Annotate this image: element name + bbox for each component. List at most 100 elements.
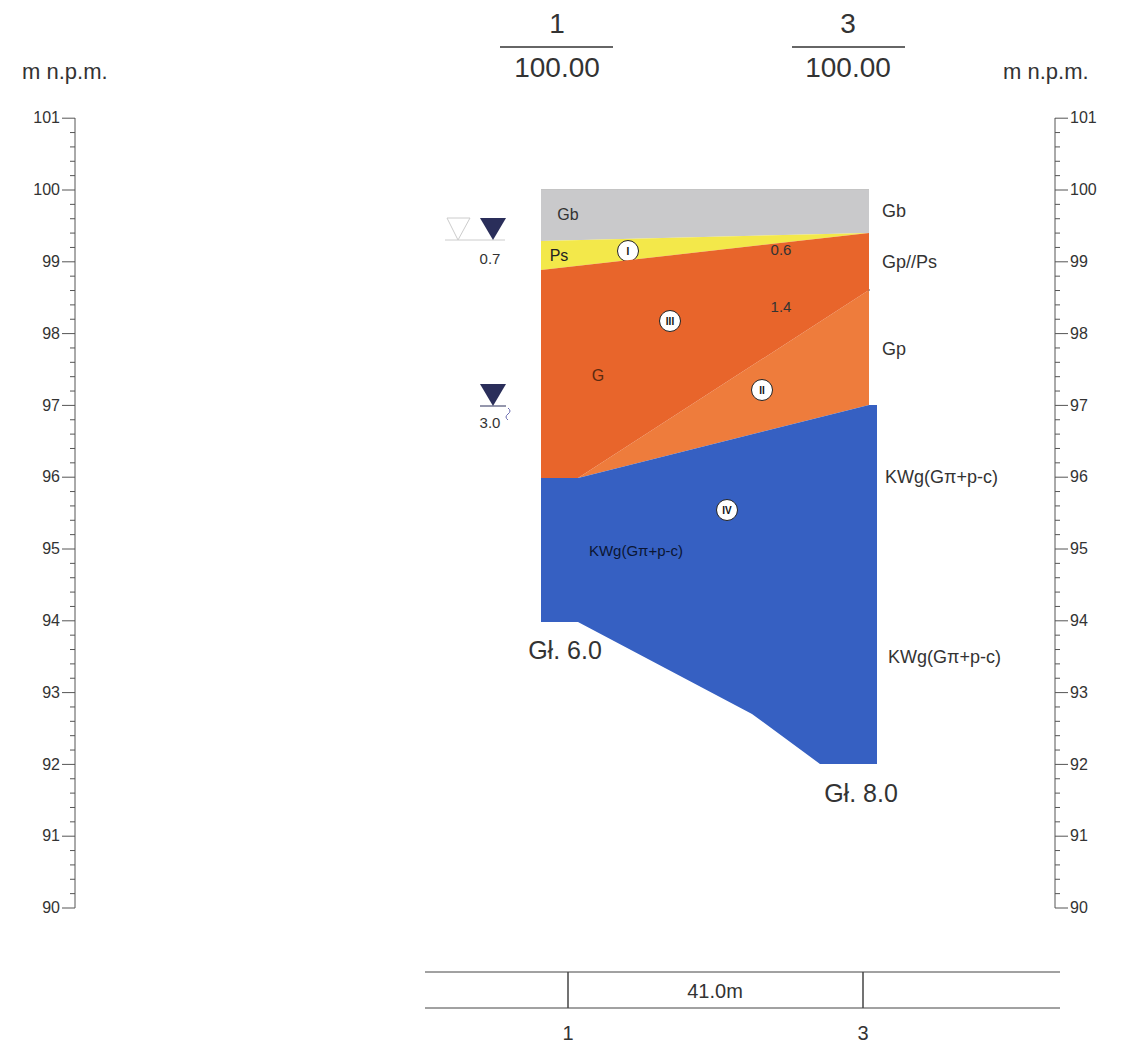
layer-code: Gp: [882, 340, 906, 360]
header-rule: [500, 46, 613, 48]
water-depth-box: 0.6: [771, 241, 792, 259]
layer-shape: [541, 405, 877, 764]
borehole-depth-box: Gł. 6.0: [528, 637, 602, 665]
axis-value: 98: [1070, 325, 1088, 343]
layer-code-box: Gp//Ps: [882, 253, 937, 273]
axis-value-box: 91: [1070, 827, 1088, 845]
axis-value-box: 98: [1070, 325, 1088, 343]
soil-layer: Gb: [541, 190, 869, 241]
water-depth: 0.7: [480, 251, 501, 268]
axis-value-box: 96: [42, 468, 60, 486]
callout-label: II: [759, 385, 765, 396]
callout-label: III: [666, 316, 674, 327]
distance-bar: [425, 972, 1060, 1008]
axis-value: 95: [42, 540, 60, 558]
axis-value-box: 96: [1070, 468, 1088, 486]
axis-value: 99: [1070, 253, 1088, 271]
water-depth-box: 0.7: [480, 250, 501, 268]
axis-value: 97: [1070, 397, 1088, 415]
axis-value: 90: [1070, 899, 1088, 917]
axis-unit-box: m n.p.m.: [22, 60, 108, 84]
axis-value: 101: [33, 109, 60, 127]
layer-code: Gb: [882, 202, 906, 222]
axis-value-box: 100: [1070, 181, 1097, 199]
axis-value: 94: [42, 612, 60, 630]
axis-value: 101: [1070, 109, 1097, 127]
elevation-axes: [62, 118, 1068, 908]
axis-value: 96: [42, 468, 60, 486]
axis-value: 100: [1070, 181, 1097, 199]
axis-value-box: 100: [33, 181, 60, 199]
axis-value-box: 94: [1070, 612, 1088, 630]
header-rule: [792, 46, 905, 48]
borehole-number: 1: [549, 9, 565, 40]
axis-value-box: 97: [42, 397, 60, 415]
axis-value-box: 92: [42, 756, 60, 774]
axis-value: 93: [42, 684, 60, 702]
axis-value: 92: [42, 756, 60, 774]
axis-unit: m n.p.m.: [22, 60, 108, 84]
axis-value-box: 101: [33, 109, 60, 127]
axis-value-box: 93: [1070, 684, 1088, 702]
borehole-elevation: 100.00: [805, 53, 891, 84]
layer-code-box: Gp: [882, 340, 906, 360]
axis-value-box: 90: [1070, 899, 1088, 917]
layer-code-box: KWg(Gπ+p-c): [888, 648, 1001, 668]
axis-value-box: 91: [42, 827, 60, 845]
axis-value: 91: [1070, 827, 1088, 845]
borehole-number: 3: [857, 1022, 868, 1044]
callout-number: IV: [716, 499, 738, 521]
borehole-elevation-box: 100.00: [805, 53, 891, 84]
borehole-number-box: 3: [840, 9, 856, 40]
axis-value-box: 101: [1070, 109, 1097, 127]
axis-value-box: 93: [42, 684, 60, 702]
layer-code-box: Gb: [882, 202, 906, 222]
axis-value: 97: [42, 397, 60, 415]
distance-label: 41.0m: [687, 980, 743, 1002]
borehole-depth: Gł. 8.0: [824, 780, 898, 808]
layer-label: Gb: [557, 206, 578, 224]
water-depth-box: 1.4: [771, 298, 792, 316]
borehole-number: 3: [840, 9, 856, 40]
axis-unit-box: m n.p.m.: [1003, 60, 1089, 84]
callout-label: I: [627, 246, 630, 257]
layer-code-box: KWg(Gπ+p-c): [885, 468, 998, 488]
callout-label: IV: [722, 505, 731, 516]
water-depth: 3.0: [480, 415, 501, 432]
distance-label-box: 41.0m: [687, 980, 743, 1002]
axis-value-box: 97: [1070, 397, 1088, 415]
borehole-number-box: 3: [857, 1022, 868, 1044]
axis-value: 100: [33, 181, 60, 199]
axis-value: 90: [42, 899, 60, 917]
layer-shape: [541, 190, 869, 241]
soil-layer: KWg(Gπ+p-c)IV: [541, 405, 877, 764]
water-depth: 0.6: [771, 242, 792, 259]
borehole-elevation: 100.00: [514, 53, 600, 84]
axis-value: 92: [1070, 756, 1088, 774]
axis-value: 99: [42, 253, 60, 271]
layer-label: G: [592, 367, 604, 385]
axis-value: 91: [42, 827, 60, 845]
callout-number: III: [659, 310, 681, 332]
borehole-depth-box: Gł. 8.0: [824, 780, 898, 808]
callout-number: II: [751, 379, 773, 401]
axis-value-box: 90: [42, 899, 60, 917]
axis-value: 93: [1070, 684, 1088, 702]
axis-value-box: 99: [42, 253, 60, 271]
axis-unit: m n.p.m.: [1003, 60, 1089, 84]
borehole-number-box: 1: [562, 1022, 573, 1044]
water-depth-box: 3.0: [480, 414, 501, 432]
axis-value: 94: [1070, 612, 1088, 630]
axis-value-box: 98: [42, 325, 60, 343]
layer-label: Ps: [550, 247, 569, 265]
borehole-number: 1: [562, 1022, 573, 1044]
axis-value: 96: [1070, 468, 1088, 486]
axis-value-box: 95: [1070, 540, 1088, 558]
axis-value-box: 92: [1070, 756, 1088, 774]
axis-value: 98: [42, 325, 60, 343]
layer-code: Gp//Ps: [882, 253, 937, 273]
axis-value-box: 95: [42, 540, 60, 558]
borehole-number-box: 1: [549, 9, 565, 40]
water-depth: 1.4: [771, 299, 792, 316]
borehole-depth: Gł. 6.0: [528, 637, 602, 665]
